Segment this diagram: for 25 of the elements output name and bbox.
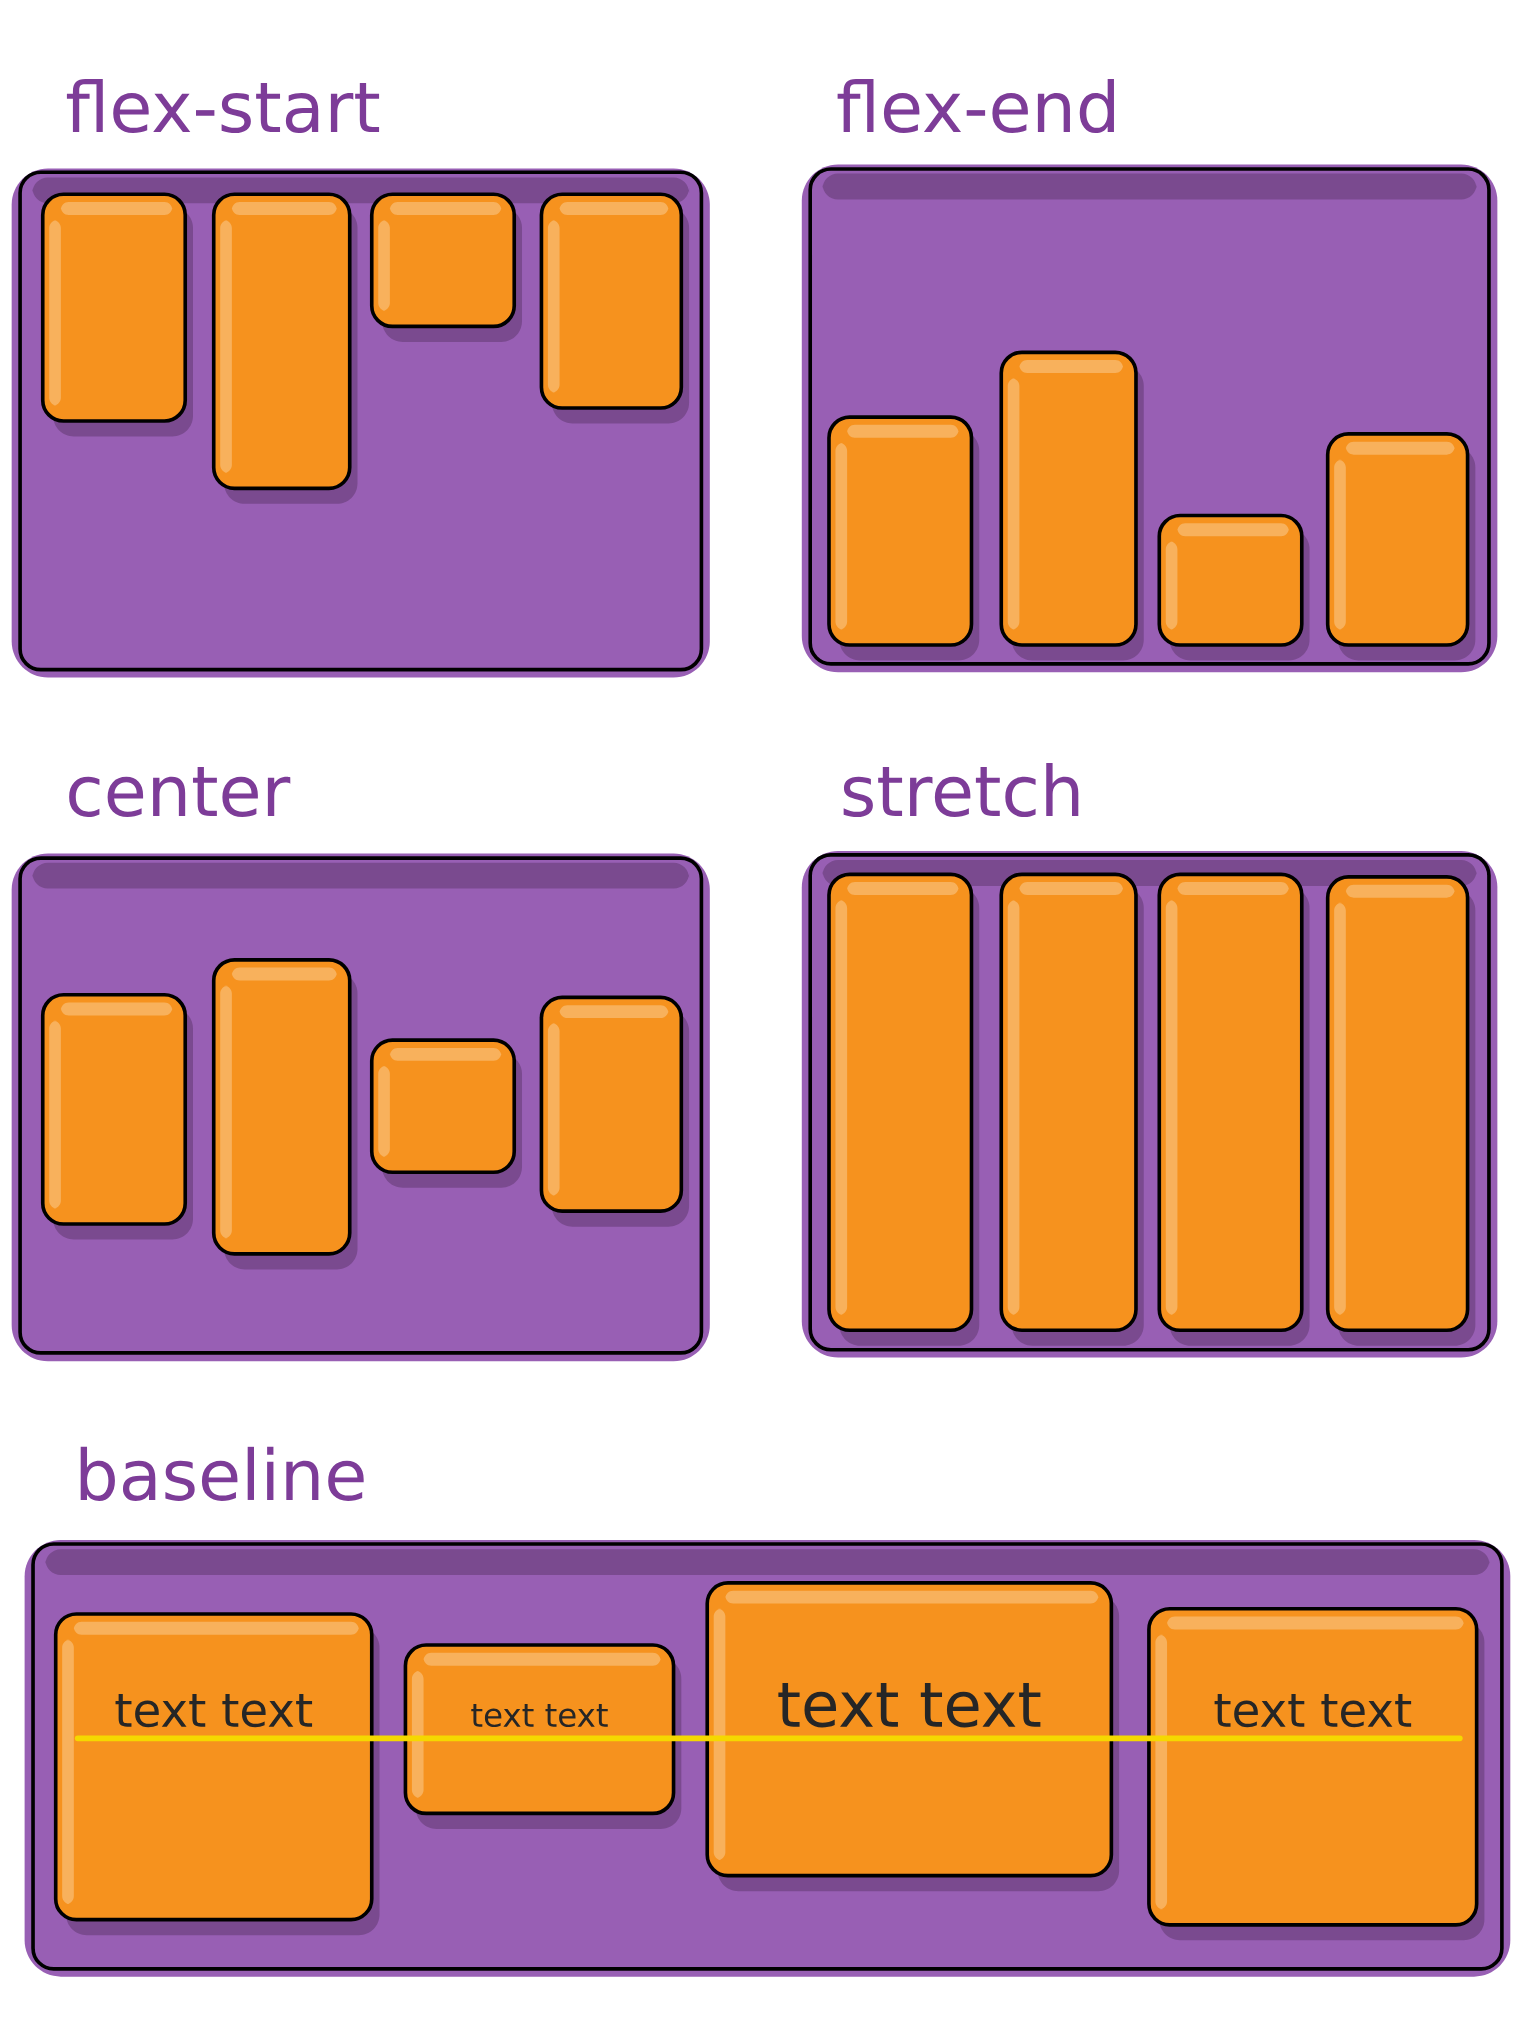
node-label: flex-end — [837, 78, 1114, 134]
text-item: text text — [53, 1612, 380, 1936]
node-label: center — [69, 766, 291, 818]
flex-item — [539, 995, 690, 1227]
node-label: flex-start — [66, 78, 380, 134]
flex-item — [369, 192, 522, 342]
flex-item — [211, 192, 358, 504]
flex-item — [999, 350, 1144, 661]
flex-item — [827, 872, 980, 1346]
flex-item — [1325, 875, 1476, 1346]
flex-item — [211, 958, 358, 1270]
flex-item — [1325, 432, 1476, 661]
text-item: text text — [705, 1581, 1120, 1892]
text-item: text text — [1147, 1606, 1485, 1941]
flex-item — [1157, 872, 1310, 1346]
flex-item — [40, 192, 193, 437]
text-item: text text — [403, 1643, 682, 1829]
node-label: stretch — [843, 762, 1079, 818]
flex-item — [40, 992, 193, 1240]
flex-item — [999, 872, 1144, 1346]
flex-item — [369, 1038, 522, 1188]
node-label: baseline — [80, 1446, 364, 1501]
flex-item — [827, 415, 980, 661]
flex-item — [1157, 513, 1310, 661]
flex-item — [539, 192, 690, 424]
